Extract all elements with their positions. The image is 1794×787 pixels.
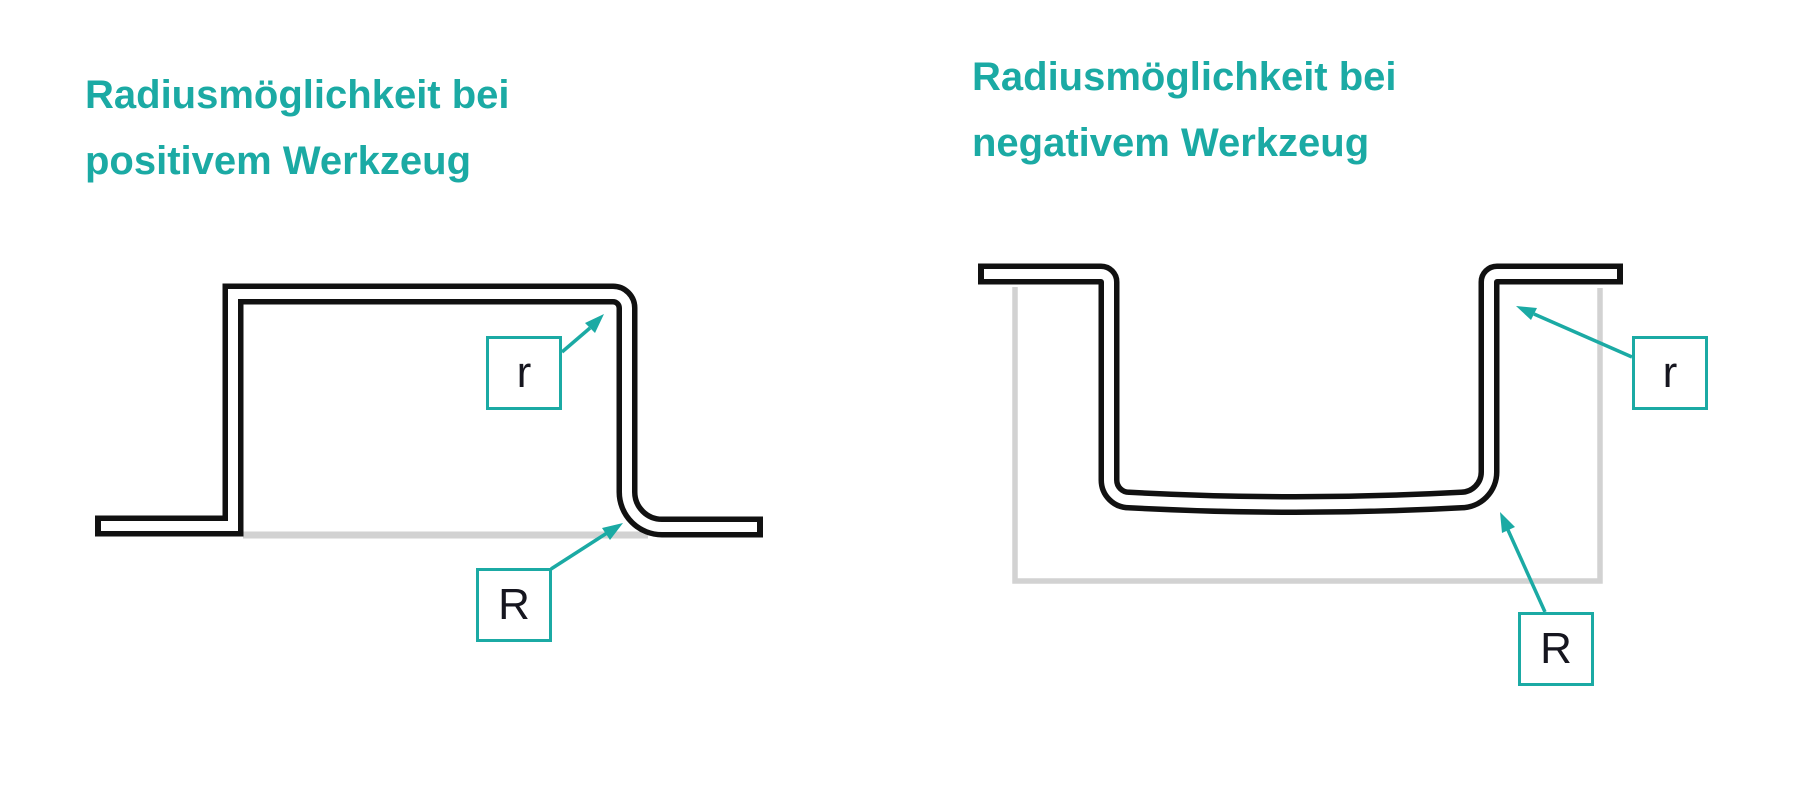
negative-tool-title-line1: Radiusmöglichkeit bei — [972, 55, 1397, 99]
positive-tool-diagram — [95, 283, 763, 571]
R-arrow-negative — [1500, 512, 1547, 613]
negative-tool-title: Radiusmöglichkeit bei negativem Werkzeug — [972, 44, 1397, 176]
r-label-box-positive: r — [486, 336, 562, 410]
r-arrow-negative — [1516, 306, 1633, 359]
R-label: R — [498, 580, 530, 629]
R-arrow-positive — [550, 523, 623, 571]
r-arrow-head — [1516, 306, 1537, 320]
r-arrow-line — [1533, 312, 1633, 359]
r-arrow-head — [585, 314, 604, 333]
r-label: r — [1662, 348, 1678, 397]
R-arrow-line — [1506, 529, 1547, 613]
R-arrow-head — [602, 523, 623, 540]
R-label: R — [1540, 624, 1572, 673]
negative-tool-diagram — [978, 263, 1633, 613]
R-arrow-line — [550, 531, 608, 571]
sheet-outline-positive — [95, 283, 763, 538]
r-label: r — [516, 348, 532, 397]
positive-tool-title-line2: positivem Werkzeug — [85, 139, 472, 183]
sheet-inner-positive — [101, 289, 757, 532]
mold-outline — [1012, 287, 1603, 584]
r-arrow-positive — [560, 314, 604, 354]
R-label-box-negative: R — [1518, 612, 1594, 686]
r-label-box-negative: r — [1632, 336, 1708, 410]
negative-tool-title-line2: negativem Werkzeug — [972, 121, 1370, 165]
R-label-box-positive: R — [476, 568, 552, 642]
sheet-inner-negative — [984, 269, 1617, 510]
r-arrow-line — [560, 326, 592, 354]
R-arrow-head — [1500, 512, 1515, 533]
positive-tool-title-line1: Radiusmöglichkeit bei — [85, 73, 510, 117]
positive-tool-title: Radiusmöglichkeit bei positivem Werkzeug — [85, 62, 510, 194]
